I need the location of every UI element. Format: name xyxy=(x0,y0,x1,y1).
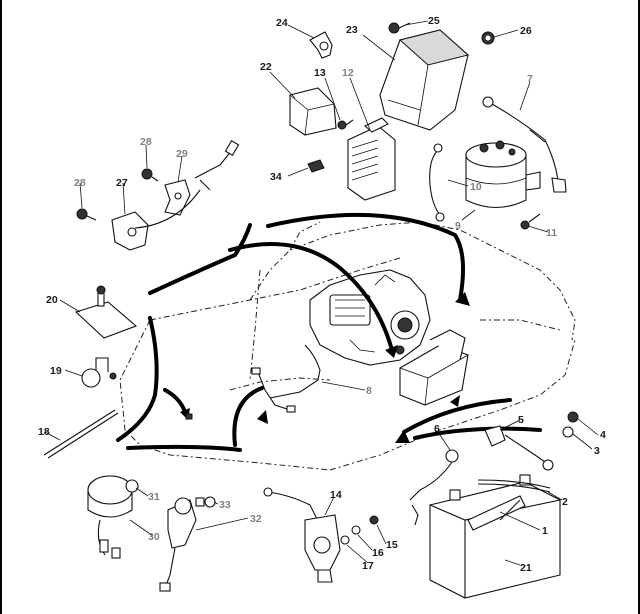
part-34-clip xyxy=(307,159,325,173)
part-30-starter-switch xyxy=(87,475,133,559)
label-19: 19 xyxy=(50,365,62,377)
part-17-washer xyxy=(340,535,350,545)
part-2-rod xyxy=(477,479,551,493)
label-30: 30 xyxy=(148,531,160,543)
part-22-module xyxy=(289,87,337,136)
controller-box xyxy=(399,329,469,406)
part-33-bulb xyxy=(195,496,216,508)
part-3-nut xyxy=(562,426,574,438)
part-5-cable xyxy=(484,425,554,471)
part-18-tie xyxy=(43,409,119,459)
part-20-plate xyxy=(74,285,138,339)
label-20: 20 xyxy=(46,294,58,306)
callout-leader-lines xyxy=(44,20,599,566)
part-29-bracket xyxy=(164,179,191,216)
part-19-horn xyxy=(81,357,117,388)
label-4: 4 xyxy=(600,429,606,441)
label-6: 6 xyxy=(434,423,440,435)
label-5: 5 xyxy=(518,414,524,426)
label-1: 1 xyxy=(542,525,548,537)
label-10: 10 xyxy=(470,181,482,193)
part-32-connector xyxy=(159,497,197,592)
label-2: 2 xyxy=(562,496,568,508)
label-27: 27 xyxy=(116,177,128,189)
part-10-wire xyxy=(429,143,445,222)
connector-small xyxy=(185,413,193,420)
part-harness-right xyxy=(194,140,240,191)
part-27-mount xyxy=(111,189,201,251)
part-21-battery xyxy=(429,474,561,599)
label-33: 33 xyxy=(219,499,231,511)
label-3: 3 xyxy=(594,445,600,457)
part-15-screw xyxy=(369,515,379,525)
part-23-cover xyxy=(379,29,470,131)
part-9-solenoid xyxy=(465,140,541,208)
part-13-bolt xyxy=(337,119,354,130)
part-25-screw xyxy=(388,22,411,34)
label-16: 16 xyxy=(372,547,384,559)
part-8-harness xyxy=(251,344,321,413)
label-28-upper: 28 xyxy=(140,136,152,148)
label-29: 29 xyxy=(176,148,188,160)
vehicle-body-outline xyxy=(119,221,576,471)
label-25: 25 xyxy=(428,15,440,27)
label-22: 22 xyxy=(260,61,272,73)
leader-arrows xyxy=(116,212,542,452)
label-11: 11 xyxy=(546,227,557,239)
label-7: 7 xyxy=(527,73,533,85)
part-28-screw-lower xyxy=(76,208,97,221)
label-34: 34 xyxy=(270,171,282,183)
engine-assembly xyxy=(309,269,431,366)
label-14: 14 xyxy=(330,489,342,501)
label-13: 13 xyxy=(314,67,326,79)
part-28-screw-upper xyxy=(141,168,159,182)
part-1-hold-down xyxy=(467,495,526,531)
label-9: 9 xyxy=(455,220,461,232)
part-16-washer xyxy=(351,525,361,535)
label-17: 17 xyxy=(362,560,374,572)
label-28-lower: 28 xyxy=(74,177,86,189)
part-12-regulator xyxy=(347,117,396,201)
label-32: 32 xyxy=(250,513,262,525)
label-12: 12 xyxy=(342,67,354,79)
part-6-cable xyxy=(409,449,459,526)
part-24-bracket xyxy=(309,31,333,59)
label-24: 24 xyxy=(276,17,288,29)
label-15: 15 xyxy=(386,539,398,551)
label-8: 8 xyxy=(366,385,372,397)
label-18: 18 xyxy=(38,426,50,438)
part-11-bolt xyxy=(520,213,541,230)
part-4-nut xyxy=(567,411,579,423)
label-21: 21 xyxy=(520,562,532,574)
label-23: 23 xyxy=(346,24,358,36)
part-26-nut xyxy=(481,31,495,45)
part-31-ring xyxy=(125,479,139,493)
part-14-ignition-switch xyxy=(263,487,341,583)
label-31: 31 xyxy=(148,491,160,503)
callout-labels: 24 23 25 26 22 13 12 7 10 9 11 34 28 29 … xyxy=(38,15,606,574)
part-7-cable xyxy=(482,96,567,193)
label-26: 26 xyxy=(520,25,532,37)
